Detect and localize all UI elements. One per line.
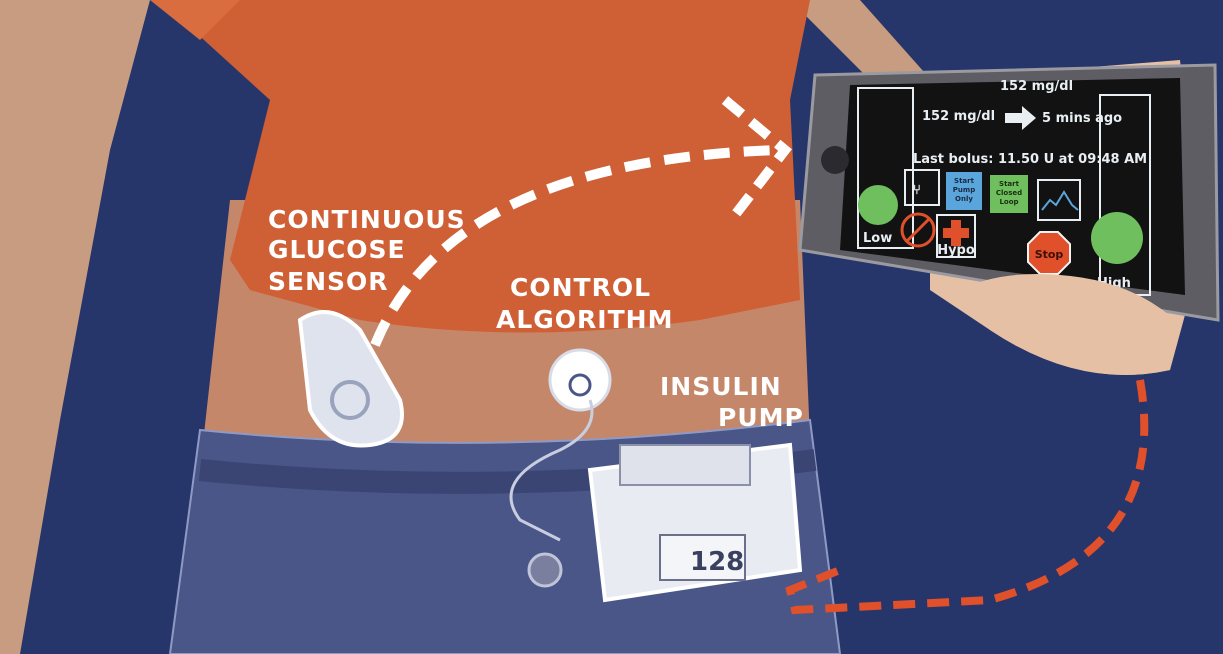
fork-knife-icon: ⑂ — [913, 183, 921, 198]
svg-text:PUMP: PUMP — [718, 403, 804, 432]
glucose-graph-icon — [1041, 190, 1079, 211]
low-indicator-frame — [857, 87, 914, 249]
graph-button[interactable] — [1037, 179, 1081, 221]
pump-display — [659, 534, 746, 581]
no-exercise-icon[interactable] — [900, 212, 936, 248]
svg-text:ALGORITHM: ALGORITHM — [496, 305, 673, 334]
svg-text:CONTINUOUS: CONTINUOUS — [268, 205, 466, 234]
svg-text:Loop: Loop — [999, 198, 1018, 206]
stop-button[interactable]: Stop — [1027, 231, 1071, 275]
svg-text:GLUCOSE: GLUCOSE — [268, 235, 406, 264]
smartphone: 152 mg/dl Low High 152 mg/dl 5 mins ago … — [798, 63, 1220, 322]
control-algorithm-patch — [509, 348, 612, 542]
jeans-button — [527, 552, 563, 588]
insulin-pump: 128 — [587, 442, 803, 603]
thumb — [960, 274, 1175, 375]
pump-display-value: 128 — [690, 547, 744, 577]
svg-text:Closed: Closed — [996, 189, 1022, 197]
svg-text:Only: Only — [955, 195, 973, 203]
left-arm — [0, 0, 150, 654]
svg-text:Stop: Stop — [1035, 248, 1064, 261]
svg-text:INSULIN: INSULIN — [660, 372, 782, 401]
time-ago: 5 mins ago — [1042, 111, 1122, 126]
start-closed-loop-button[interactable]: Start Closed Loop — [990, 175, 1028, 213]
status-bar-text: 152 mg/dl — [1000, 79, 1073, 94]
algorithm-label: CONTROL ALGORITHM — [496, 273, 673, 334]
svg-text:SENSOR: SENSOR — [268, 267, 389, 296]
high-light — [1091, 212, 1143, 264]
sensor-to-phone-link — [370, 145, 781, 347]
low-label: Low — [863, 231, 892, 246]
svg-text:Start: Start — [954, 177, 975, 185]
svg-text:Pump: Pump — [953, 186, 975, 194]
phone-to-pump-link — [785, 379, 1149, 615]
svg-text:Hypo: Hypo — [937, 243, 975, 258]
svg-text:Start: Start — [999, 180, 1020, 188]
medical-cross-icon — [943, 220, 969, 246]
low-light — [858, 185, 898, 225]
last-bolus: Last bolus: 11.50 U at 09:48 AM — [913, 152, 1147, 167]
glucose-sensor — [297, 310, 404, 448]
trend-arrow-icon — [1005, 106, 1036, 130]
glucose-reading: 152 mg/dl — [922, 109, 995, 124]
sensor-label: CONTINUOUS GLUCOSE SENSOR — [268, 205, 466, 296]
phone-home-button — [821, 146, 849, 174]
arrow-head-icon — [721, 96, 792, 219]
sleeve — [150, 0, 240, 40]
svg-text:CONTROL: CONTROL — [510, 273, 651, 302]
shirt — [160, 0, 810, 333]
pump-label: INSULIN PUMP — [660, 372, 804, 432]
start-pump-only-button[interactable]: Start Pump Only — [946, 172, 982, 210]
meal-button[interactable] — [904, 169, 940, 206]
hypo-button[interactable]: Hypo — [936, 214, 976, 258]
